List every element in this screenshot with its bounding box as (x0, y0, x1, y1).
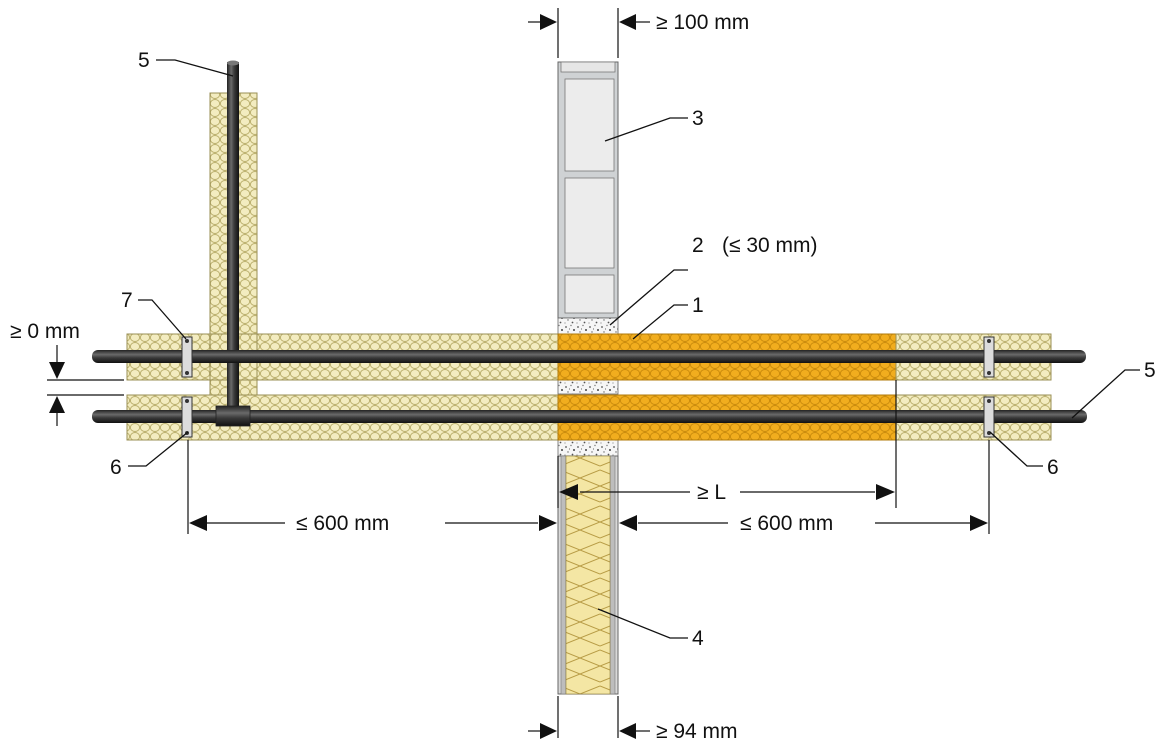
dimension-clamp-left (187, 440, 557, 534)
insulation-length-label: ≥ L (697, 481, 726, 504)
clamp-distance-right-label: ≤ 600 mm (740, 512, 833, 535)
callout-2: 2 (692, 234, 704, 257)
callout-3: 3 (692, 107, 704, 130)
callout-1: 1 (692, 294, 704, 317)
callout-4: 4 (692, 627, 704, 650)
leader-lines (128, 59, 1140, 639)
callout-5-top: 5 (138, 49, 150, 72)
wall-bottom-thickness-label: ≥ 94 mm (656, 720, 738, 741)
upper-pipe (92, 350, 1086, 363)
pipe-clamp-icon (983, 396, 995, 438)
pipe-clamp-icon (181, 336, 193, 378)
mortar-seal (557, 317, 619, 457)
pipe-clamp-icon (983, 336, 995, 378)
vertical-branch-pipe (209, 60, 258, 412)
wall-top-thickness-label: ≥ 100 mm (656, 11, 749, 34)
dimension-wall-top (528, 8, 650, 58)
lower-pipe (92, 405, 1087, 427)
dimension-pipe-gap (47, 345, 124, 426)
callout-2-note: (≤ 30 mm) (722, 234, 818, 257)
callout-5-right: 5 (1144, 359, 1156, 382)
pipe-clamp-icon (181, 396, 193, 438)
dimension-clamp-right (619, 440, 990, 534)
dimension-wall-bottom (528, 696, 650, 739)
dimension-insulation-length (557, 380, 897, 508)
callout-6-left: 6 (110, 456, 122, 479)
pipe-gap-label: ≥ 0 mm (10, 320, 80, 343)
callout-6-right: 6 (1047, 456, 1059, 479)
clamp-distance-left-label: ≤ 600 mm (296, 512, 389, 535)
callout-7: 7 (121, 289, 133, 312)
masonry-wall (557, 61, 619, 319)
